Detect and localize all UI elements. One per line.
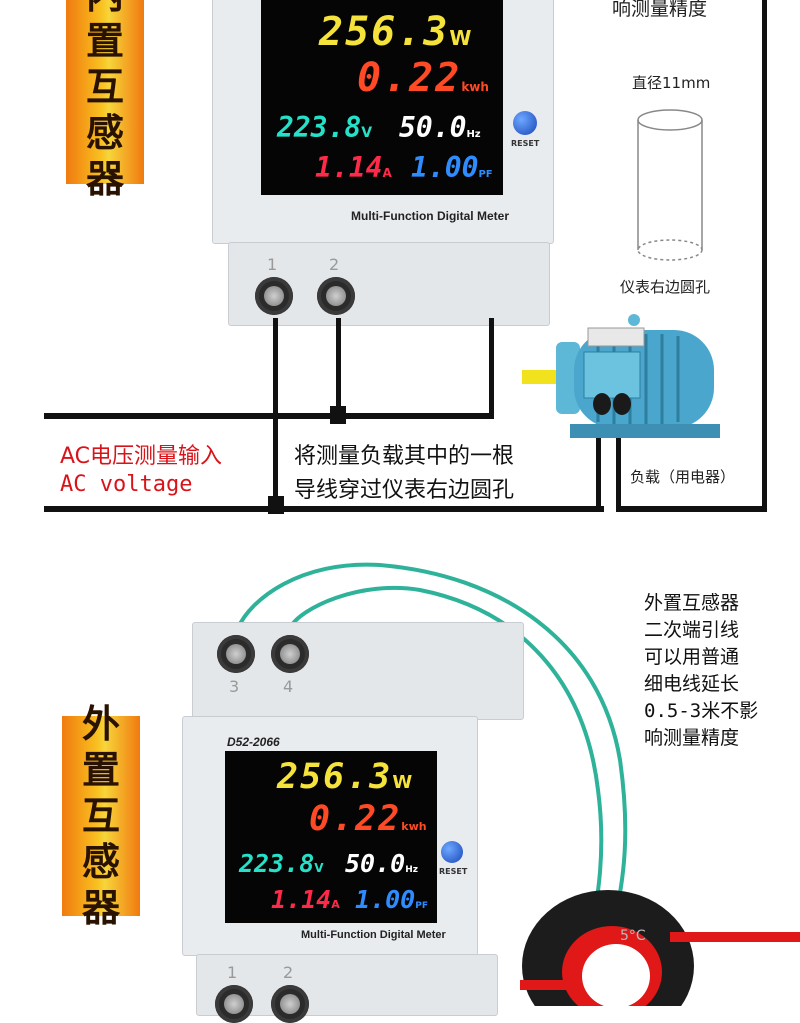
banner-char: 置 bbox=[81, 748, 120, 792]
reset-button[interactable] bbox=[513, 111, 537, 135]
banner-char: 置 bbox=[85, 19, 124, 63]
reset-label: RESET bbox=[511, 139, 540, 148]
meter-label: Multi-Function Digital Meter bbox=[351, 209, 509, 223]
instruction-line-1: 将测量负载其中的一根 bbox=[294, 444, 515, 469]
wire-junction bbox=[330, 406, 346, 424]
terminal-screw-2 bbox=[271, 985, 309, 1023]
terminal-screw-3 bbox=[217, 635, 255, 673]
power-readout: 256.3W bbox=[277, 757, 413, 797]
reset-label: RESET bbox=[439, 867, 468, 876]
external-note-line: 外置互感器 bbox=[644, 592, 740, 614]
wire-junction bbox=[268, 496, 284, 514]
banner-char: 器 bbox=[81, 886, 120, 930]
terminal-number: 1 bbox=[227, 963, 238, 982]
banner-char: 内 bbox=[86, 0, 124, 18]
top-meter: 256.3W 0.22kwh 223.8V 50.0Hz 1.14A 1.00P… bbox=[212, 0, 554, 244]
meter-screen: 256.3W 0.22kwh 223.8V 50.0Hz 1.14A 1.00P… bbox=[261, 0, 503, 195]
terminal-number: 4 bbox=[283, 677, 294, 696]
reset-button[interactable] bbox=[441, 841, 463, 863]
ac-input-label-en: AC voltage bbox=[60, 472, 193, 497]
terminal-number: 1 bbox=[267, 255, 278, 274]
terminal-number: 2 bbox=[329, 255, 340, 274]
bottom-meter: D52-2066 256.3W 0.22kwh 223.8V 50.0Hz 1.… bbox=[182, 716, 478, 956]
top-note-fragment: 响测量精度 bbox=[612, 0, 708, 20]
wire bbox=[616, 418, 621, 510]
wire bbox=[44, 413, 494, 419]
external-current-transformer: 5°C bbox=[520, 890, 800, 1006]
banner-char: 器 bbox=[85, 157, 124, 201]
wire bbox=[616, 506, 766, 512]
motor-load-illustration bbox=[522, 314, 720, 438]
model-number: D52-2066 bbox=[227, 735, 280, 749]
frequency-readout: 50.0Hz bbox=[399, 111, 481, 144]
terminal-number: 3 bbox=[229, 677, 240, 696]
external-note: 外置互感器 二次端引线 可以用普通 细电线延长 0.5-3米不影 响测量精度 bbox=[644, 590, 758, 752]
terminal-screw-1 bbox=[255, 277, 293, 315]
banner-char: 外 bbox=[81, 702, 120, 746]
bottom-top-terminal-block: 3 4 bbox=[192, 622, 524, 720]
wire bbox=[762, 0, 767, 512]
frequency-readout: 50.0Hz bbox=[345, 849, 418, 878]
current-readout: 1.14A bbox=[271, 885, 340, 914]
wire bbox=[336, 318, 341, 418]
external-note-line: 可以用普通 bbox=[644, 646, 740, 668]
instruction-line-2: 导线穿过仪表右边圆孔 bbox=[294, 478, 515, 503]
banner-char: 互 bbox=[81, 794, 120, 838]
top-terminal-block: 1 2 bbox=[228, 242, 550, 326]
banner-char: 互 bbox=[85, 65, 124, 109]
wire bbox=[489, 318, 494, 418]
wire bbox=[44, 506, 604, 512]
energy-readout: 0.22kwh bbox=[309, 799, 427, 839]
power-readout: 256.3W bbox=[319, 9, 472, 55]
hole-cylinder-diagram bbox=[637, 109, 703, 261]
ct-marking: 5°C bbox=[620, 928, 646, 944]
power-factor-readout: 1.00PF bbox=[355, 885, 428, 914]
current-readout: 1.14A bbox=[315, 151, 392, 184]
ac-input-label-cn: AC电压测量输入 bbox=[60, 444, 223, 469]
voltage-readout: 223.8V bbox=[277, 111, 373, 144]
internal-ct-banner: 内 置 互 感 器 bbox=[66, 0, 144, 201]
terminal-screw-1 bbox=[215, 985, 253, 1023]
meter-screen: 256.3W 0.22kwh 223.8V 50.0Hz 1.14A 1.00P… bbox=[225, 751, 437, 923]
banner-char: 感 bbox=[81, 840, 120, 884]
external-note-line: 响测量精度 bbox=[644, 727, 740, 749]
banner-char: 感 bbox=[85, 111, 124, 155]
energy-readout: 0.22kwh bbox=[357, 55, 489, 101]
load-caption: 负载（用电器） bbox=[630, 468, 736, 486]
terminal-number: 2 bbox=[283, 963, 294, 982]
power-factor-readout: 1.00PF bbox=[411, 151, 493, 184]
bottom-terminal-block: 1 2 bbox=[196, 954, 498, 1023]
external-note-line: 二次端引线 bbox=[644, 619, 740, 641]
terminal-screw-2 bbox=[317, 277, 355, 315]
wire bbox=[596, 418, 601, 510]
external-note-line: 细电线延长 bbox=[644, 673, 740, 695]
voltage-readout: 223.8V bbox=[239, 849, 324, 878]
external-note-line: 0.5-3米不影 bbox=[644, 700, 759, 722]
hole-diameter-label: 直径11mm bbox=[632, 74, 711, 92]
hole-caption: 仪表右边圆孔 bbox=[620, 278, 711, 296]
terminal-screw-4 bbox=[271, 635, 309, 673]
external-ct-banner: 外 置 互 感 器 bbox=[62, 702, 140, 930]
meter-label: Multi-Function Digital Meter bbox=[301, 929, 446, 941]
